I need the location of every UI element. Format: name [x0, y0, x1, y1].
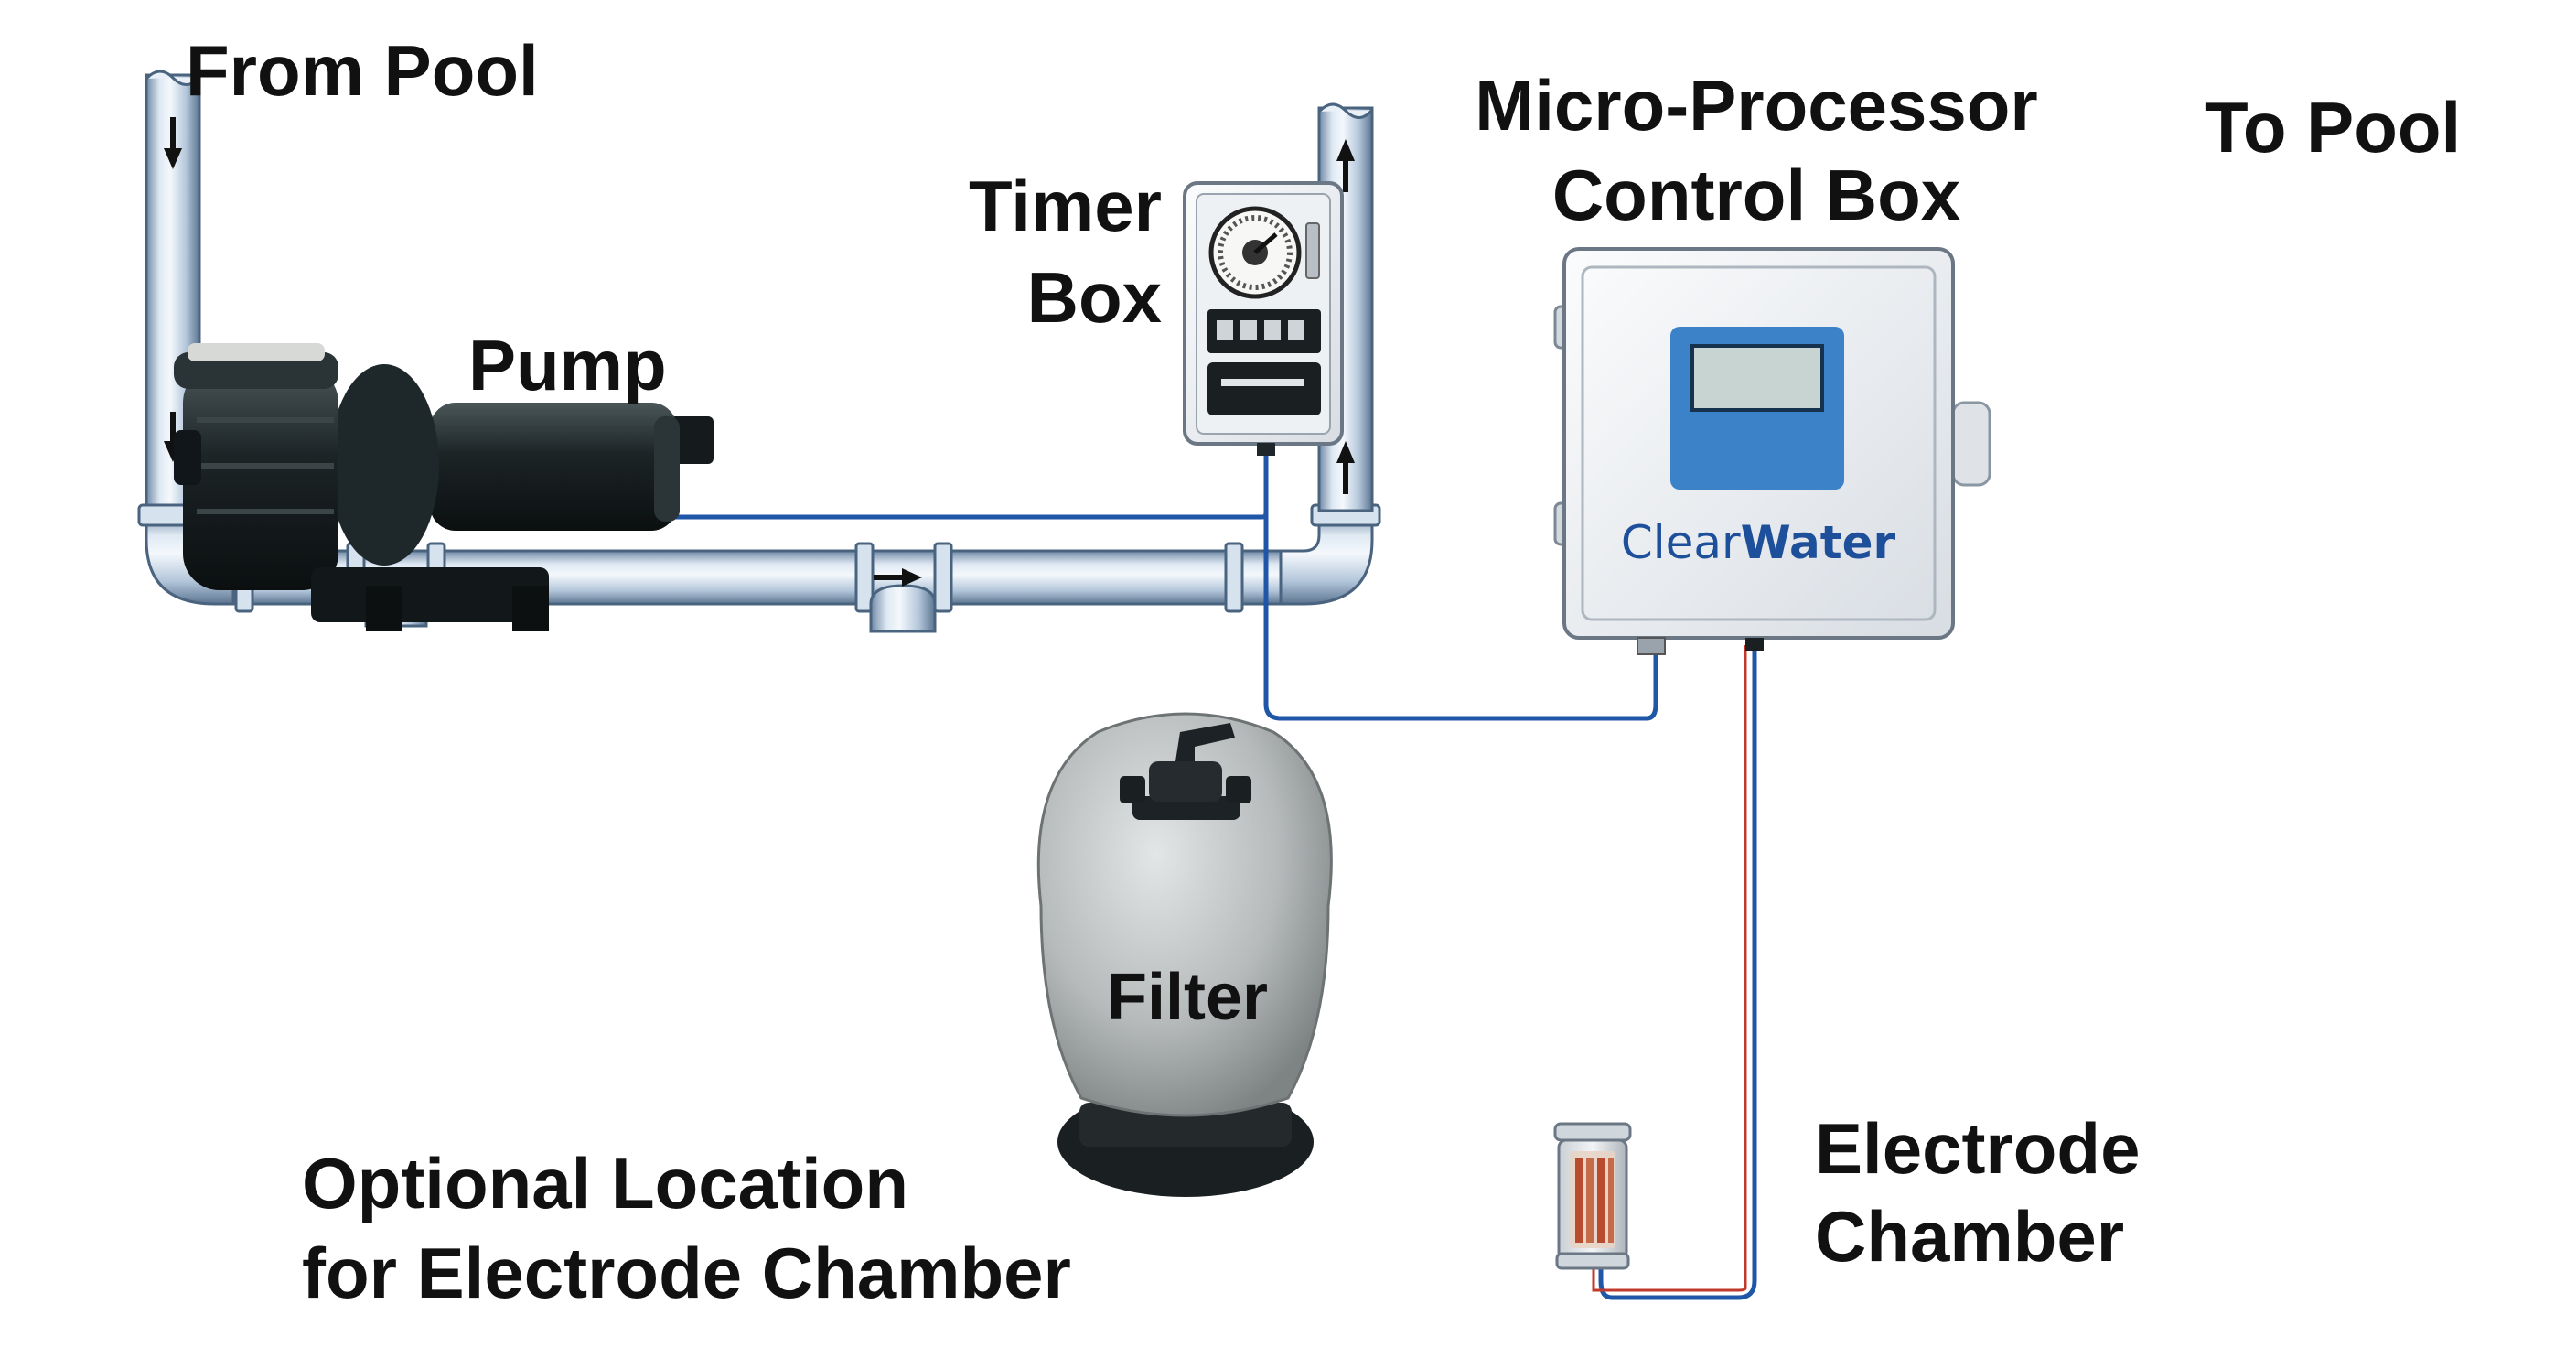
timer-to-controller-wire	[1263, 512, 1658, 721]
control-box: ClearWater	[1553, 247, 1991, 655]
timer-dial-icon	[1208, 206, 1302, 299]
from-pool-label: From Pool	[186, 30, 539, 111]
display-screen	[1690, 344, 1824, 412]
control-box-label-line2: Control Box	[1552, 155, 1960, 235]
filter: Filter	[1036, 712, 1333, 1197]
pump-to-timer-wire	[668, 450, 1269, 520]
flow-arrow-right-icon	[874, 568, 922, 587]
electrode-tee	[869, 584, 937, 633]
filter-tank	[1036, 712, 1333, 1117]
optional-location-label-line2: for Electrode Chamber	[302, 1233, 1071, 1313]
wiring	[668, 450, 1757, 1300]
timer-box	[1183, 181, 1344, 456]
pipe-elbow-right	[1279, 511, 1374, 606]
flow-arrow-up-icon	[1336, 441, 1355, 494]
electrode-label-line2: Chamber	[1815, 1196, 2124, 1277]
brand-logo: ClearWater	[1621, 516, 1896, 569]
optional-location-label-line1: Optional Location	[302, 1143, 908, 1223]
pump	[174, 343, 714, 631]
flow-arrow-up-icon	[1336, 139, 1355, 192]
controller-to-electrode-wire	[1598, 645, 1757, 1300]
pump-motor	[430, 403, 677, 531]
pump-label: Pump	[468, 325, 667, 405]
to-pool-label: To Pool	[2205, 87, 2461, 167]
flow-arrow-down-icon	[164, 117, 182, 169]
control-box-label-line1: Micro-Processor	[1475, 65, 2038, 145]
labels: From Pool To Pool Pump Timer Box Micro-P…	[186, 30, 2461, 1313]
timer-label-line1: Timer	[969, 166, 1162, 246]
filter-label: Filter	[1107, 961, 1268, 1034]
pump-strainer	[183, 366, 338, 590]
electrode-chamber	[1553, 1122, 1632, 1270]
electrode-label-line1: Electrode	[1815, 1108, 2140, 1189]
timer-label-line2: Box	[1027, 257, 1162, 338]
